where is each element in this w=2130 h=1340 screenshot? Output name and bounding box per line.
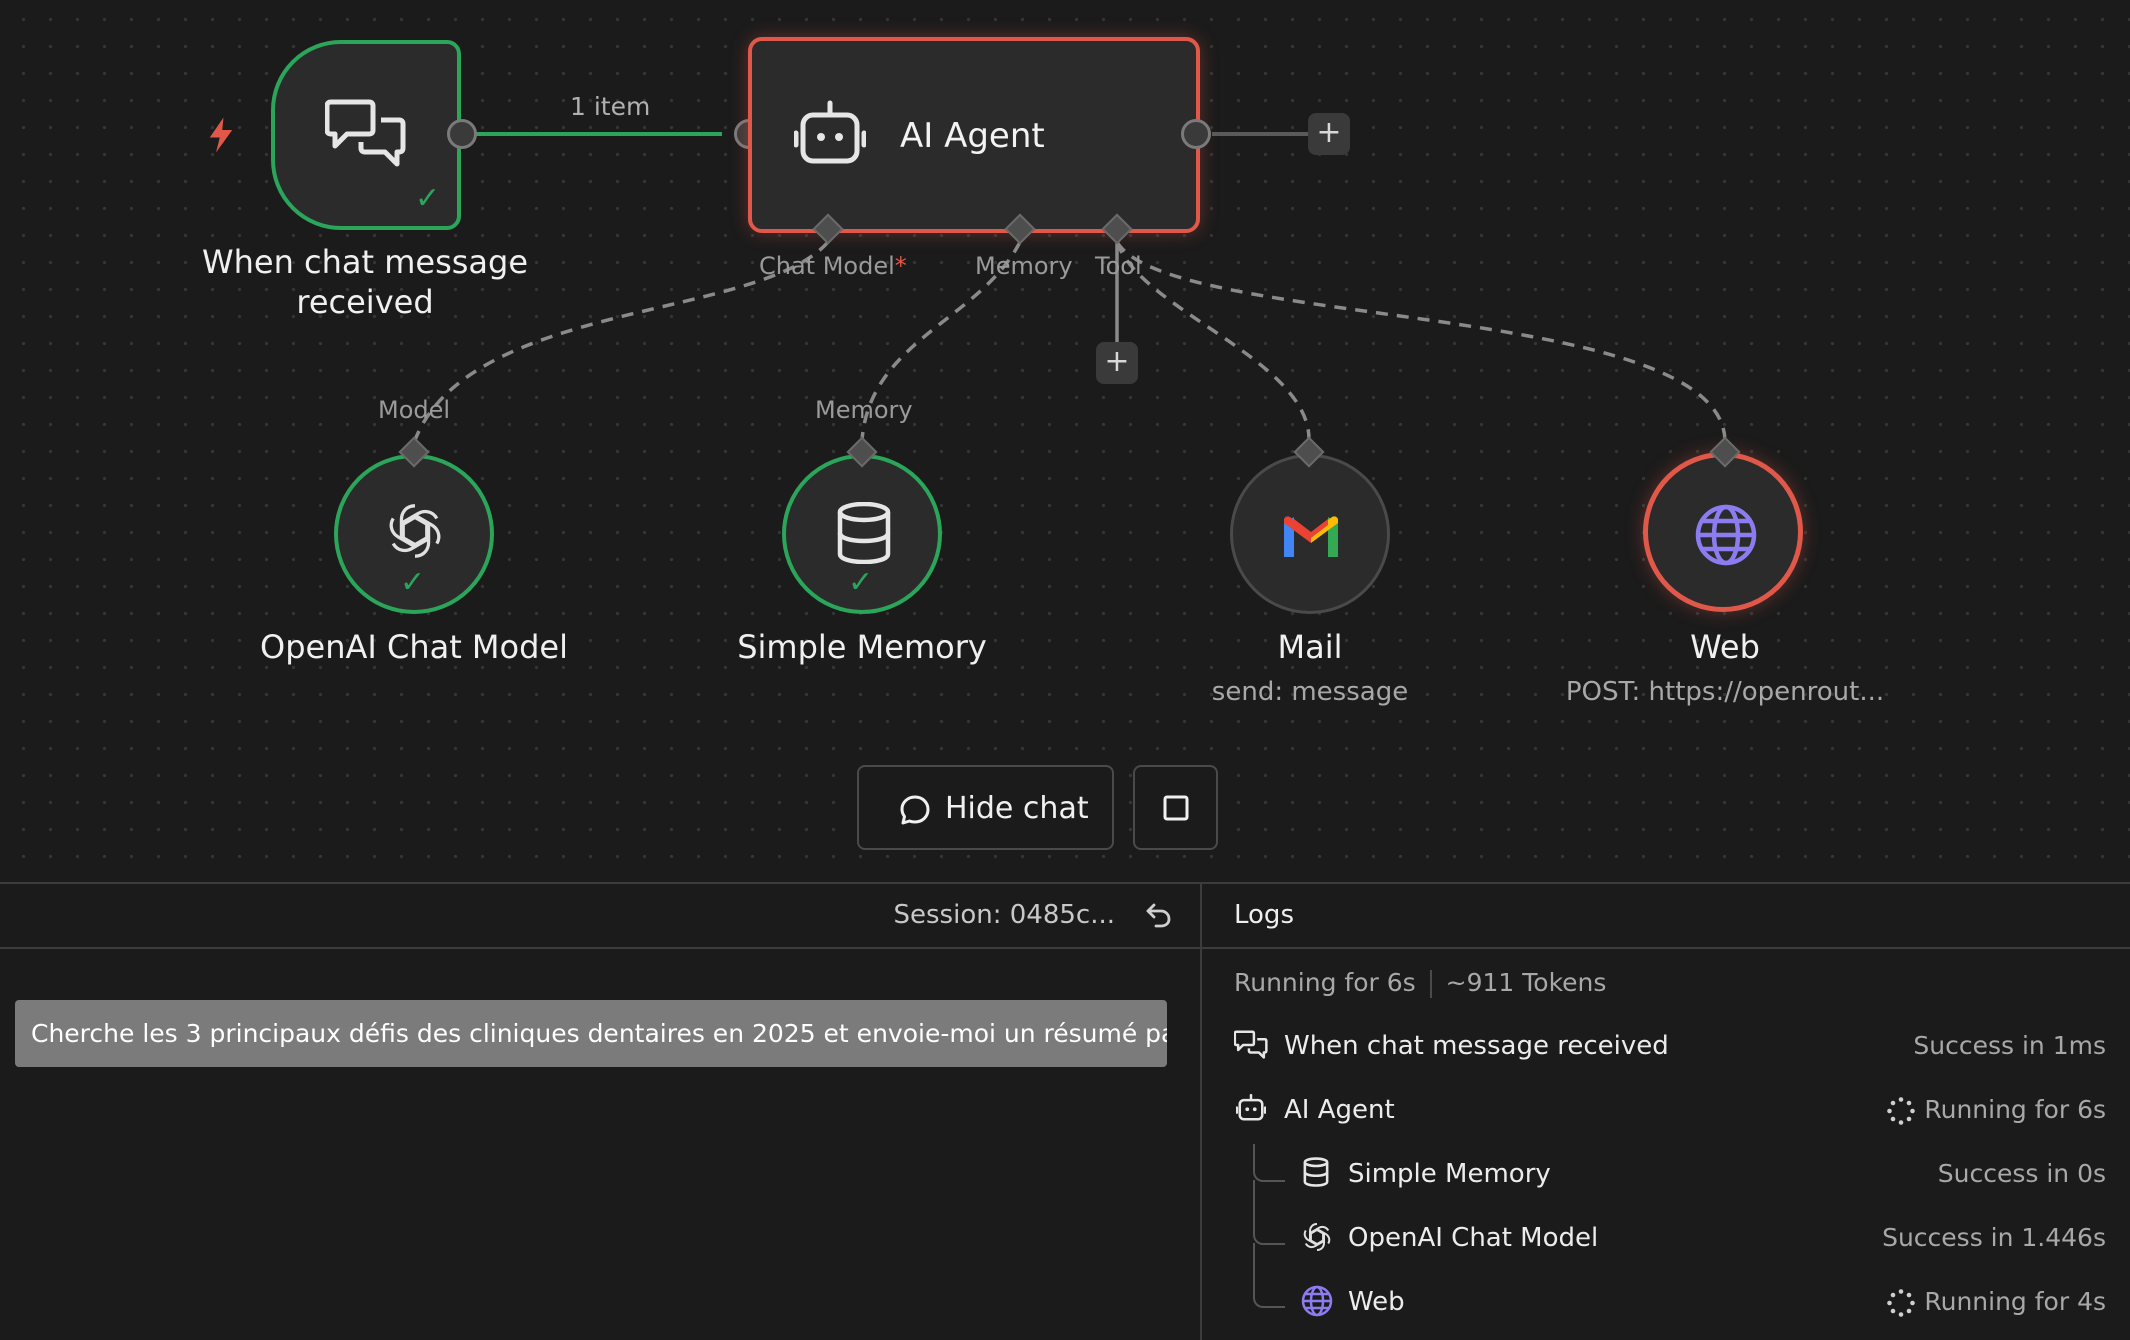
trigger-node[interactable]: ✓ <box>271 40 461 230</box>
tool-port-label: Tool <box>1095 252 1142 280</box>
ai-agent-node[interactable] <box>748 37 1200 233</box>
hide-chat-button[interactable]: Hide chat <box>857 765 1114 850</box>
log-entry-name: Simple Memory <box>1348 1159 1551 1189</box>
database-icon <box>1303 1157 1329 1187</box>
success-check-icon: ✓ <box>848 565 874 600</box>
globe-icon <box>1695 504 1757 566</box>
tree-connector <box>1253 1180 1285 1245</box>
chat-bubble-icon <box>900 795 930 825</box>
log-entry[interactable]: AI Agent Running for 6s <box>1202 1085 2130 1135</box>
mail-node-subtitle: send: message <box>1211 677 1409 707</box>
user-message-bubble[interactable]: Cherche les 3 principaux défis des clini… <box>15 1000 1167 1067</box>
chat-panel: Session: 0485c... Cherche les 3 principa… <box>0 882 1200 1340</box>
log-entry[interactable]: Web Running for 4s <box>1202 1277 2130 1327</box>
success-check-icon: ✓ <box>415 181 441 216</box>
trigger-node-title: When chat message received <box>201 243 529 321</box>
simple-memory-node[interactable]: ✓ <box>782 454 942 614</box>
database-icon <box>837 502 891 564</box>
log-entry[interactable]: When chat message received Success in 1m… <box>1202 1021 2130 1071</box>
logs-panel: Logs Running for 6s ~911 Tokens When chat… <box>1200 882 2130 1340</box>
chat-icon <box>325 99 406 167</box>
success-check-icon: ✓ <box>400 565 426 600</box>
spinner-icon <box>1887 1289 1916 1317</box>
summary-divider <box>1429 970 1432 998</box>
trigger-output-handle[interactable] <box>447 119 477 149</box>
stop-icon <box>1163 795 1189 821</box>
web-node[interactable] <box>1643 452 1803 612</box>
web-node-title: Web <box>1690 628 1760 666</box>
ai-agent-title: AI Agent <box>900 116 1045 156</box>
robot-icon <box>1236 1093 1266 1121</box>
connection-item-count: 1 item <box>570 92 651 121</box>
log-entry[interactable]: Simple Memory Success in 0s <box>1202 1149 2130 1199</box>
memory-input-label: Memory <box>815 396 913 424</box>
gmail-icon <box>1284 516 1338 557</box>
log-entry-name: OpenAI Chat Model <box>1348 1223 1599 1253</box>
run-duration: Running for 6s <box>1234 968 1416 997</box>
log-entry-status: Running for 4s <box>1886 1277 2106 1327</box>
log-entry-status: Success in 0s <box>1937 1159 2106 1188</box>
openai-chat-model-node[interactable]: ✓ <box>334 454 494 614</box>
token-count: ~911 Tokens <box>1445 968 1607 997</box>
memory-connection <box>860 241 1022 441</box>
log-entry-name: Web <box>1348 1287 1405 1317</box>
openai-node-title: OpenAI Chat Model <box>260 628 568 666</box>
tool-web-connection <box>1115 241 1727 441</box>
workflow-canvas[interactable]: ✓ When chat message received 1 item AI A… <box>0 0 2130 882</box>
log-entry[interactable]: OpenAI Chat Model Success in 1.446s <box>1202 1213 2130 1263</box>
connections-layer <box>413 132 1727 441</box>
mail-node[interactable] <box>1230 454 1390 614</box>
agent-output-handle[interactable] <box>1181 119 1211 149</box>
model-input-label: Model <box>378 396 451 424</box>
tree-connector <box>1253 1144 1285 1182</box>
chat-header: Session: 0485c... <box>0 884 1200 949</box>
hide-chat-label: Hide chat <box>945 791 1089 826</box>
globe-icon <box>1301 1285 1333 1317</box>
memory-port-label: Memory <box>975 252 1073 280</box>
session-id-label[interactable]: Session: 0485c... <box>893 900 1115 930</box>
simple-memory-title: Simple Memory <box>737 628 987 666</box>
openai-icon <box>1303 1223 1331 1251</box>
log-entry-status: Success in 1.446s <box>1882 1223 2106 1252</box>
log-entry-name: AI Agent <box>1284 1095 1395 1125</box>
log-entry-status: Success in 1ms <box>1913 1031 2106 1060</box>
openai-icon <box>389 504 441 558</box>
stop-button[interactable] <box>1133 765 1218 850</box>
log-entry-name: When chat message received <box>1284 1031 1669 1061</box>
web-node-subtitle: POST: https://openrout... <box>1565 677 1885 707</box>
add-tool-button[interactable]: + <box>1096 342 1138 384</box>
tool-mail-connection <box>1115 241 1311 441</box>
logs-header[interactable]: Logs <box>1202 884 2130 949</box>
lightning-icon <box>209 117 233 153</box>
spinner-icon <box>1887 1097 1916 1125</box>
model-connection <box>413 240 830 441</box>
chat-icon <box>1234 1030 1268 1059</box>
logs-summary: Running for 6s ~911 Tokens <box>1234 968 1606 998</box>
add-node-button[interactable]: + <box>1308 113 1350 155</box>
logs-title: Logs <box>1234 900 1294 930</box>
mail-node-title: Mail <box>1277 628 1343 666</box>
log-entry-status: Running for 6s <box>1886 1085 2106 1135</box>
robot-icon <box>794 100 866 164</box>
reset-session-icon[interactable] <box>1144 901 1172 929</box>
chat-model-port-label: Chat Model* <box>759 252 907 280</box>
tree-connector <box>1253 1243 1285 1308</box>
